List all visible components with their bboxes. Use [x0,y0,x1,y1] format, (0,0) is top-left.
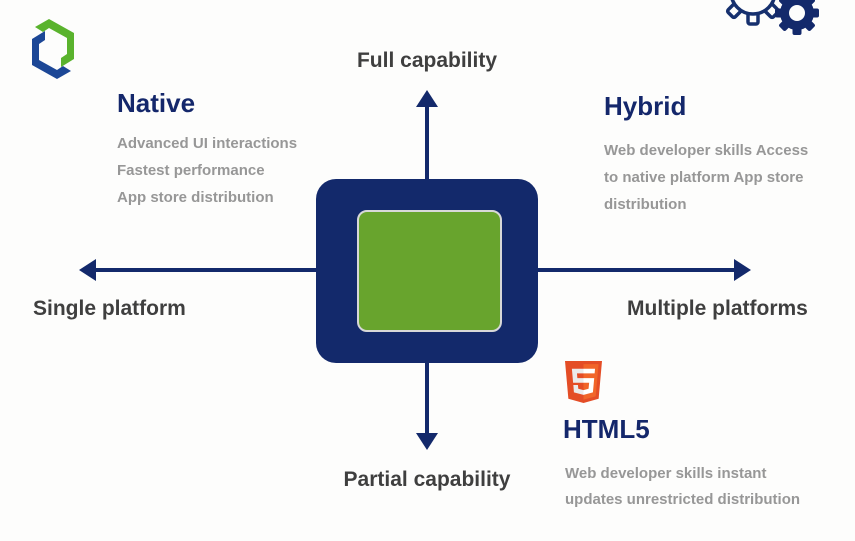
hybrid-title: Hybrid [604,91,687,121]
html5-shield-icon [565,361,602,403]
hybrid-line-1: Web developer skills Access [604,142,809,159]
native-line-2: Fastest performance [117,162,265,179]
axis-label-multiple-platforms: Multiple platforms [627,297,808,320]
arrowhead-left-icon [79,259,96,281]
outline-gear-icon [725,0,781,26]
axis-label-full-capability: Full capability [356,49,498,72]
hybrid-description: Web developer skills Access to native pl… [604,137,808,218]
native-title: Native [117,88,196,118]
native-description: Advanced UI interactions Fastest perform… [117,130,297,211]
native-line-3: App store distribution [117,189,274,206]
arrowhead-up-icon [416,90,438,107]
axis-label-single-platform: Single platform [33,297,186,320]
arrowhead-down-icon [416,433,438,450]
axis-label-partial-capability: Partial capability [343,468,511,491]
hybrid-line-2: to native platform App store [604,169,804,186]
html5-line-1: Web developer skills instant [565,465,767,482]
html5-line-2: updates unrestricted distribution [565,491,801,508]
solid-gear-icon [775,0,819,35]
gears-icon [725,0,819,35]
native-line-1: Advanced UI interactions [117,135,298,152]
brand-logo-icon [32,19,74,79]
html5-title: HTML5 [563,414,650,444]
html5-description: Web developer skills instant updates unr… [565,461,800,513]
hybrid-line-3: distribution [604,196,687,213]
center-green-box [357,210,502,332]
arrowhead-right-icon [734,259,751,281]
